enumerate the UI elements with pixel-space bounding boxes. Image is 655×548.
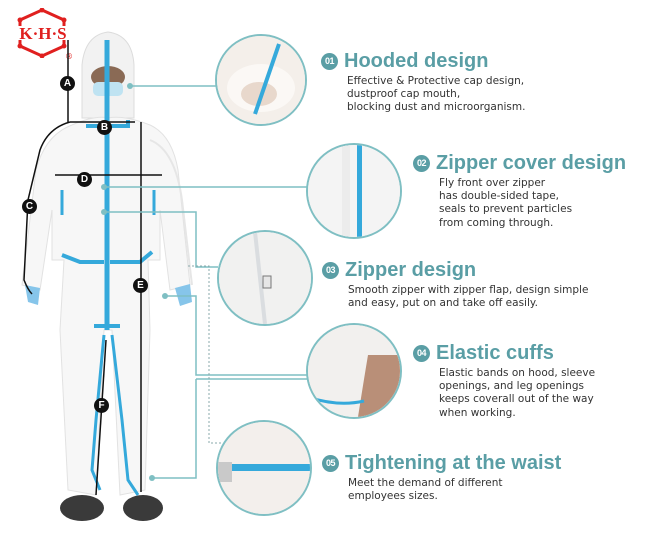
feature-title: Elastic cuffs <box>436 342 554 364</box>
measure-badge-e: E <box>133 273 148 293</box>
number-badge: 01 <box>321 52 338 70</box>
feature-description: Smooth zipper with zipper flap, design s… <box>348 284 589 310</box>
feature-title: Zipper design <box>345 259 477 281</box>
feature-elastic-cuffs: 04 Elastic cuffs Elastic bands on hood, s… <box>413 342 595 420</box>
detail-circle-zipper <box>217 230 313 326</box>
number-badge: 05 <box>322 454 339 472</box>
feature-hooded-design: 01 Hooded design Effective & Protective c… <box>321 50 525 115</box>
measure-badge-f: F <box>94 393 109 413</box>
feature-title: Zipper cover design <box>436 152 627 174</box>
number-badge: 04 <box>413 344 430 362</box>
detail-circle-zipper-cover <box>306 143 402 239</box>
detail-circle-cuff <box>306 323 402 419</box>
detail-circle-waist <box>216 420 312 516</box>
measure-badge-d: D <box>77 167 92 187</box>
logo-text: K·H·S <box>19 24 67 43</box>
feature-title: Tightening at the waist <box>345 452 562 474</box>
registered-mark: ® <box>65 52 73 61</box>
feature-zipper-design: 03 Zipper design Smooth zipper with zippe… <box>322 259 588 310</box>
feature-description: Effective & Protective cap design,dustpr… <box>347 75 526 114</box>
detail-circle-hood <box>215 34 307 126</box>
measure-badge-c: C <box>22 194 37 214</box>
khs-logo: K·H·S ® <box>6 8 78 61</box>
measure-badge-a: A <box>60 71 75 91</box>
feature-tightening-waist: 05 Tightening at the waist Meet the deman… <box>322 452 561 503</box>
feature-zipper-cover-design: 02 Zipper cover design Fly front over zip… <box>413 152 626 230</box>
number-badge: 03 <box>322 261 339 279</box>
number-badge: 02 <box>413 154 430 172</box>
measure-badge-b: B <box>97 115 112 135</box>
feature-title: Hooded design <box>344 50 489 72</box>
